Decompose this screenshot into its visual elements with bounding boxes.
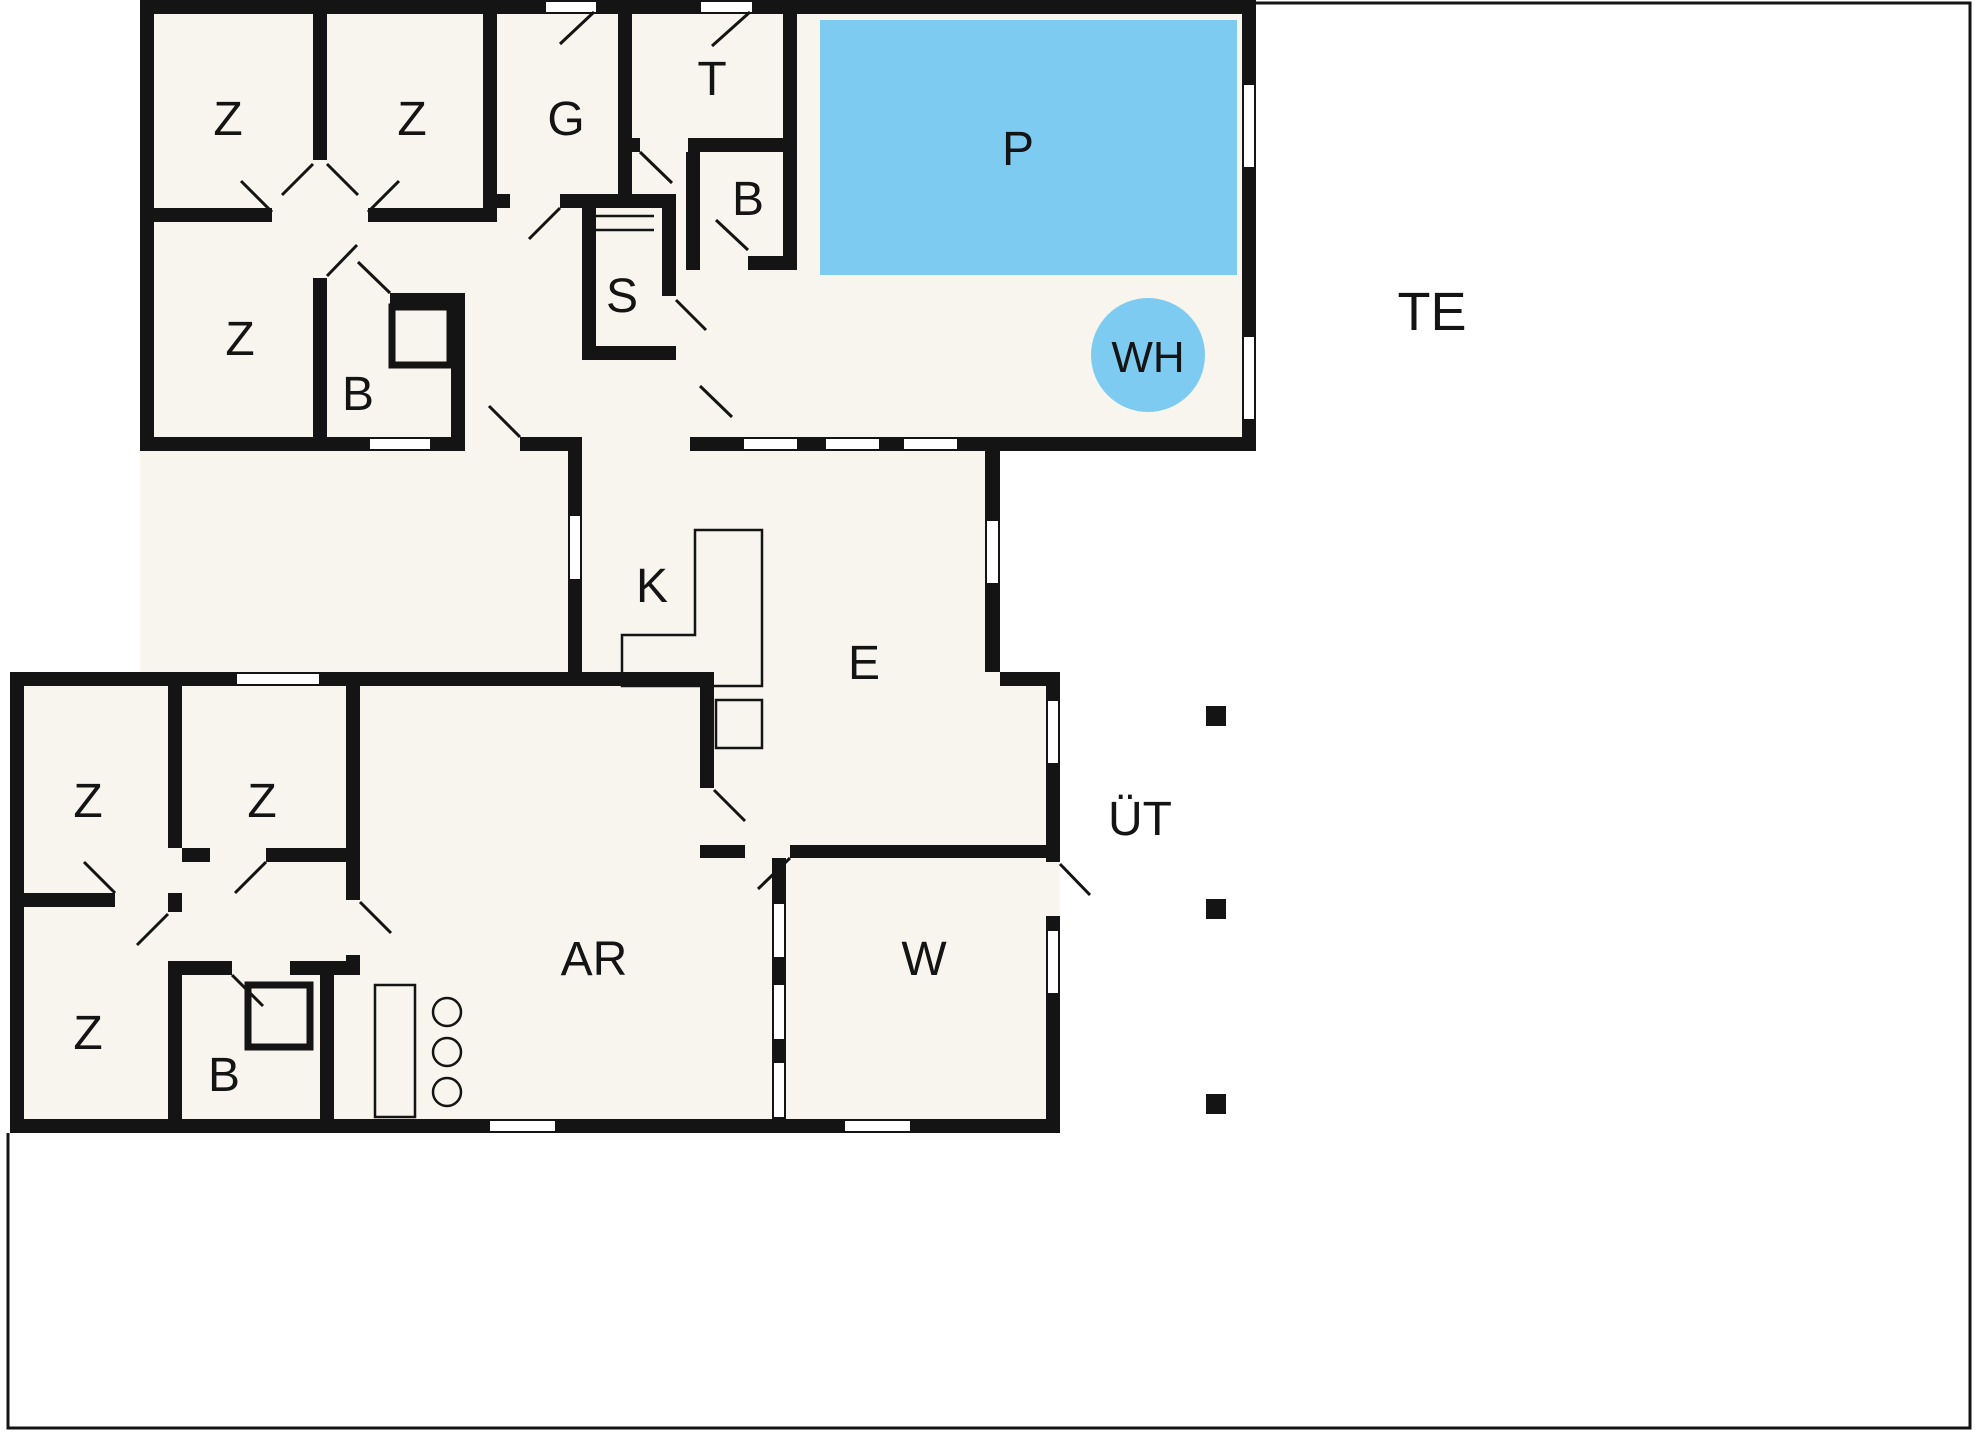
room-label-bedroom-6: Z: [73, 1007, 102, 1060]
room-label-covered-terrace: ÜT: [1108, 793, 1172, 846]
hob-circle: [431, 1036, 463, 1068]
room-label-activity-room: AR: [561, 933, 628, 986]
room-label-bath-pool: B: [732, 173, 764, 226]
room-label-bedroom-4: Z: [73, 775, 102, 828]
room-label-bedroom-5: Z: [247, 775, 276, 828]
room-label-entrance: E: [848, 637, 880, 690]
hob-circle: [431, 1076, 463, 1108]
room-label-toilet: T: [697, 53, 726, 106]
whirlpool-area: [1091, 298, 1205, 412]
room-label-living-room: W: [901, 933, 947, 986]
room-label-bedroom-3: Z: [225, 313, 254, 366]
room-label-sauna: S: [606, 270, 638, 323]
hob-circle: [431, 996, 463, 1028]
door-opening: [1046, 862, 1060, 916]
wall-segments: [10, 0, 1256, 1133]
room-label-guest-room: G: [547, 93, 584, 146]
window-symbols: [235, 0, 1256, 1133]
room-label-bath-upper: B: [342, 368, 374, 421]
door-swing-lines: [82, 10, 1092, 1008]
room-label-whirlpool: WH: [1111, 333, 1184, 382]
pool-area: [820, 20, 1237, 275]
property-boundary-line: [6, 1, 1972, 1430]
hob-circles: [431, 996, 463, 1108]
terrace-pillars: [1206, 706, 1226, 1114]
room-label-bath-lower: B: [208, 1049, 240, 1102]
shower-fixtures: [244, 303, 454, 1051]
room-label-bedroom-2: Z: [397, 93, 426, 146]
room-label-pool: P: [1002, 123, 1034, 176]
room-label-terrace: TE: [1397, 282, 1466, 342]
room-label-kitchen: K: [636, 560, 668, 613]
fixture-outlines: [373, 214, 764, 1119]
room-label-bedroom-1: Z: [213, 93, 242, 146]
